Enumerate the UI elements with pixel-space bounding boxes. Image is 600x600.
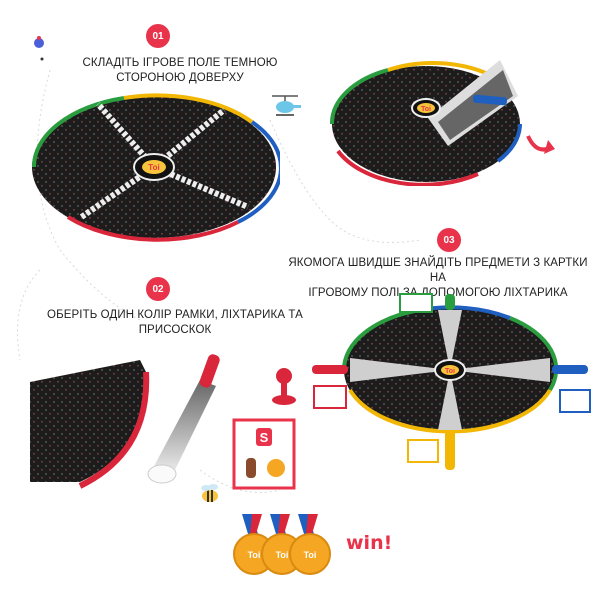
step-1-text: СКЛАДІТЬ ІГРОВЕ ПОЛЕ ТЕМНОЮ СТОРОНОЮ ДОВ… [80, 56, 280, 86]
step-3-game-board: Toi [312, 293, 591, 470]
step-1-folded-logo: Toi [421, 106, 431, 113]
step-2-badge: 02 [146, 277, 170, 301]
win-text: win! [346, 532, 393, 554]
step-1-line1: СКЛАДІТЬ ІГРОВЕ ПОЛЕ ТЕМНОЮ [82, 57, 278, 69]
step-2-text: ОБЕРІТЬ ОДИН КОЛІР РАМКИ, ЛІХТАРИКА ТА П… [40, 308, 310, 338]
step-3-text: ЯКОМОГА ШВИДШЕ ЗНАЙДІТЬ ПРЕДМЕТИ З КАРТК… [288, 256, 588, 301]
step-2-board-piece [30, 360, 150, 489]
step-1-logo: Toi [148, 163, 159, 172]
step-2-line1: ОБЕРІТЬ ОДИН КОЛІР РАМКИ, ЛІХТАРИКА ТА [47, 309, 303, 321]
svg-text:Toi: Toi [304, 550, 317, 560]
moon-icon [28, 36, 60, 71]
svg-text:Toi: Toi [276, 550, 289, 560]
step-3-line2: ІГРОВОМУ ПОЛІ ЗА ДОПОМОГОЮ ЛІХТАРИКА [308, 287, 568, 299]
step-1-line2: СТОРОНОЮ ДОВЕРХУ [116, 72, 244, 84]
picture-card: S [232, 418, 296, 490]
suction-cup-icon [272, 368, 296, 405]
medal-icon: Toi [289, 514, 331, 575]
step-2-line2: ПРИСОСКОК [138, 324, 212, 336]
step-3-line1: ЯКОМОГА ШВИДШЕ ЗНАЙДІТЬ ПРЕДМЕТИ З КАРТК… [288, 257, 588, 284]
step-3-badge: 03 [437, 228, 461, 252]
step-1-folded-board: Toi [329, 60, 522, 186]
step-1-game-board: Toi [31, 93, 280, 242]
helicopter-icon [272, 95, 301, 116]
bee-icon [201, 484, 218, 502]
svg-text:Toi: Toi [248, 550, 261, 560]
rotate-arrow-icon [526, 135, 555, 154]
card-letter: S [260, 430, 269, 445]
medals-icon: Toi Toi Toi [233, 514, 331, 575]
step-1-badge: 01 [146, 24, 170, 48]
step-3-logo: Toi [445, 368, 455, 375]
flashlight-icon [147, 354, 220, 484]
